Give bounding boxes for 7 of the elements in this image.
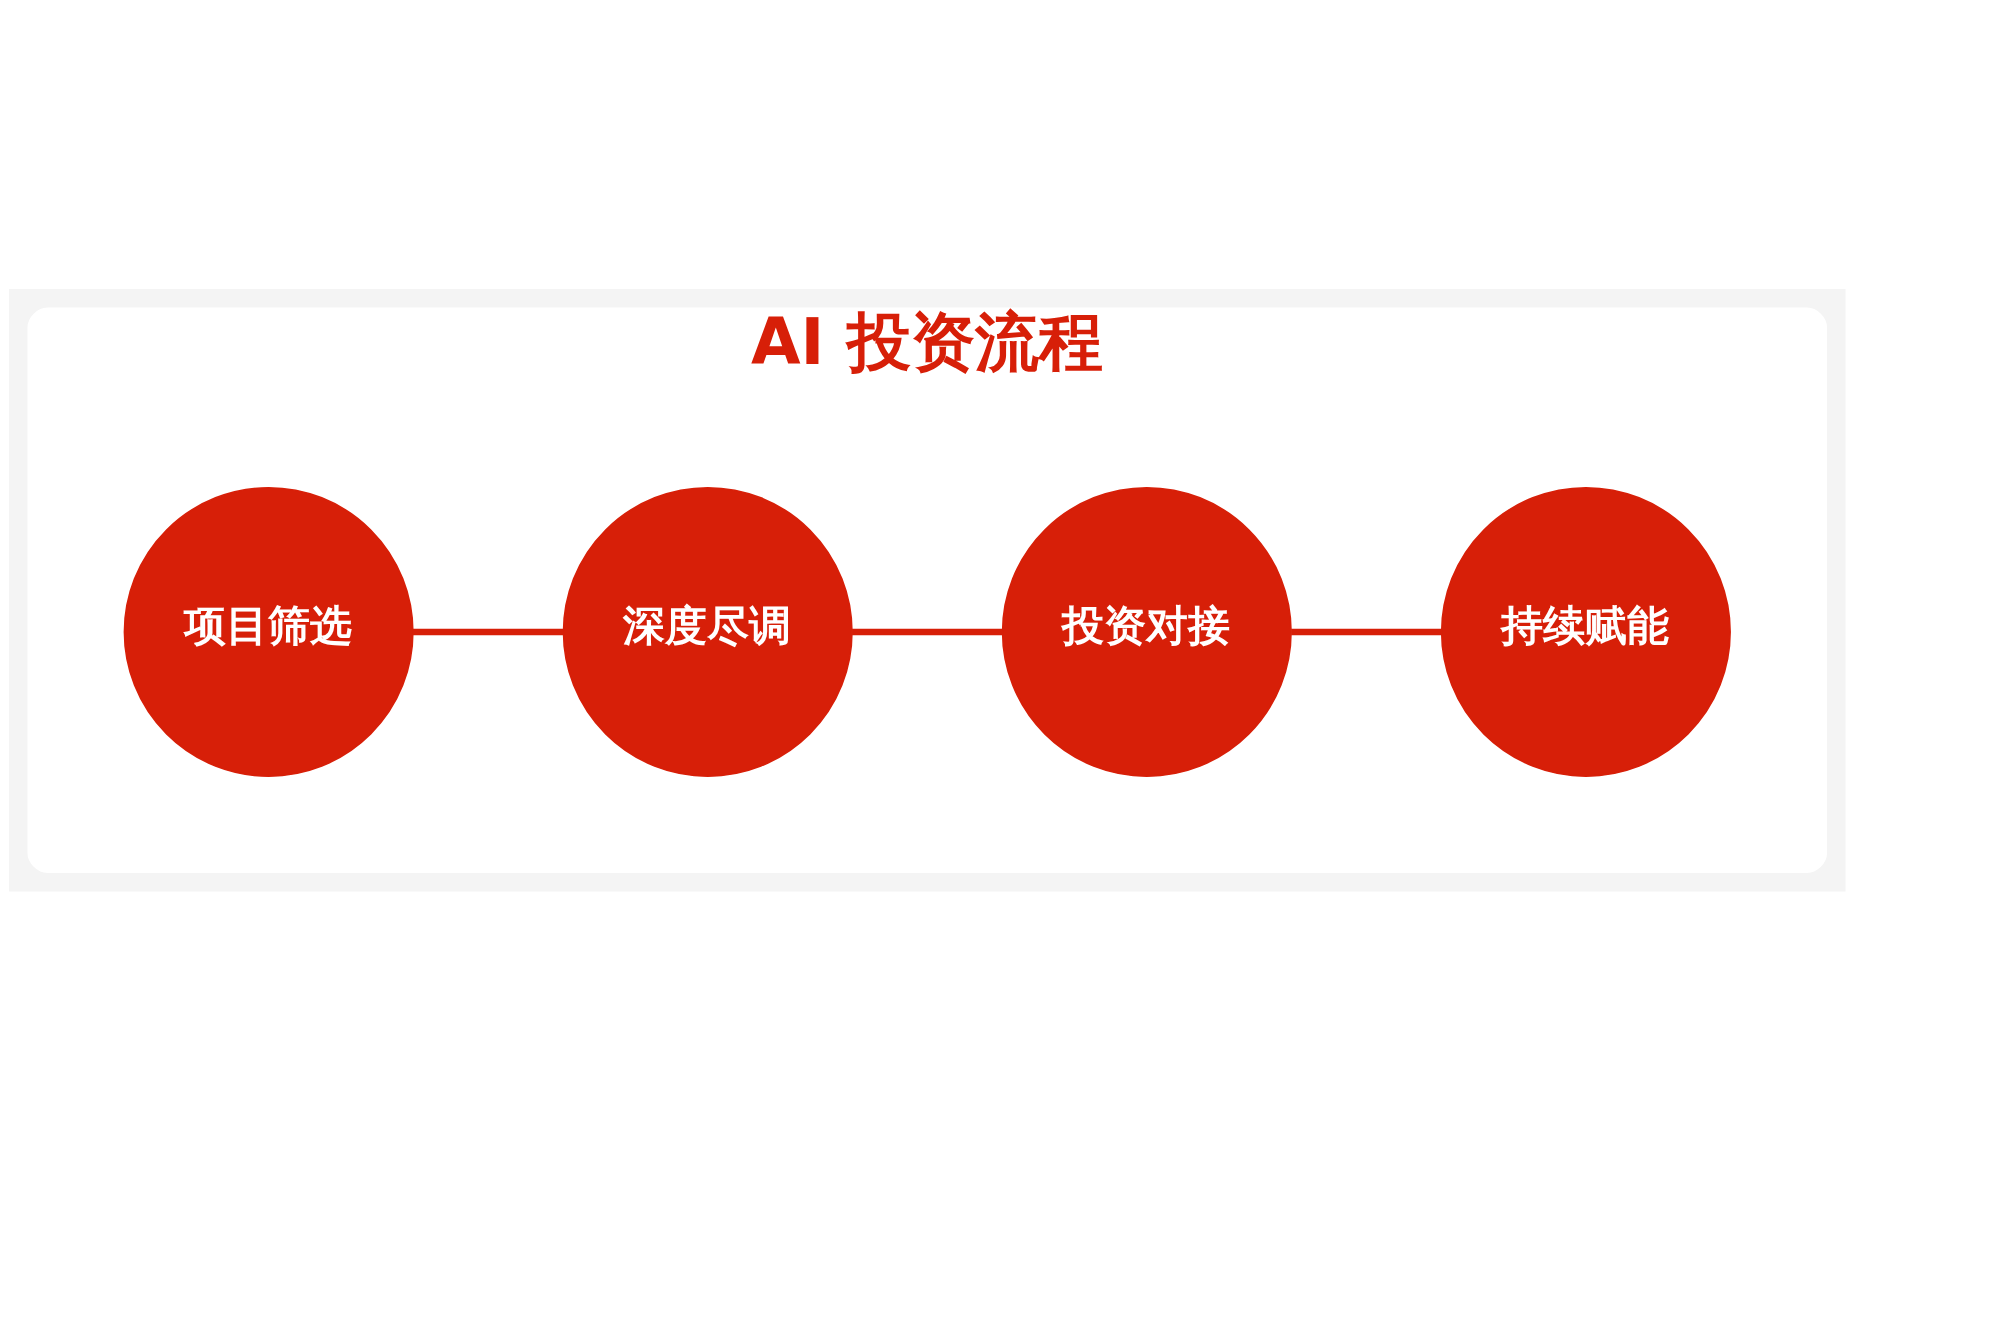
connector <box>1291 628 1442 635</box>
node-circle: 持续赋能 <box>1440 486 1731 777</box>
connector <box>852 628 1003 635</box>
node-circle: 投资对接 <box>1001 486 1292 777</box>
node-circle: 项目筛选 <box>123 486 414 777</box>
node-circle: 深度尽调 <box>562 486 853 777</box>
connector <box>412 628 564 635</box>
